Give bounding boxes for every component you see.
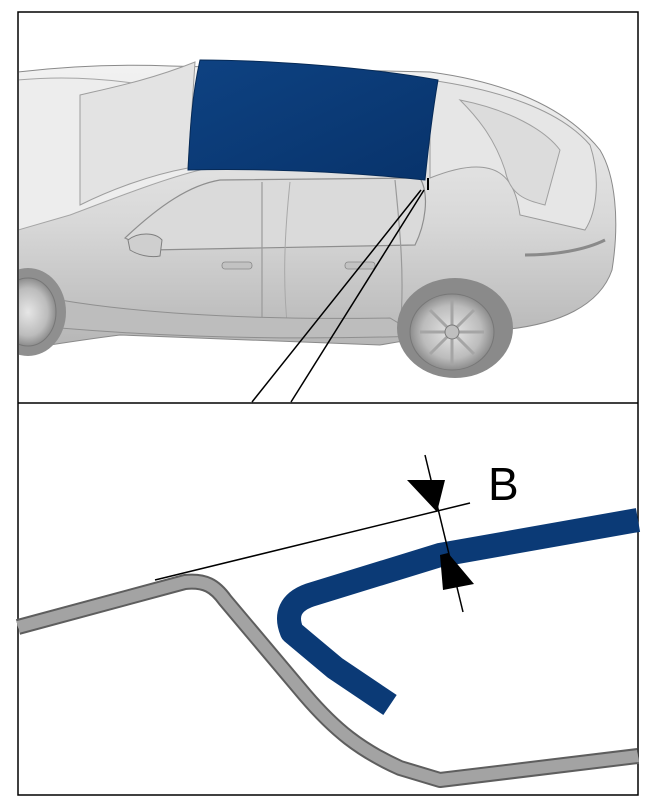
reference-line — [154, 502, 471, 581]
car-door-line-rear — [284, 181, 291, 333]
glass-roof — [187, 59, 439, 181]
car-illustration — [19, 59, 617, 378]
arrow-up-icon — [440, 553, 474, 590]
car-door-handle-front — [221, 261, 253, 270]
callout-label: B — [488, 458, 519, 510]
car-side-windows — [123, 177, 426, 251]
car-rear-window — [458, 99, 561, 206]
rear-wheel — [397, 278, 513, 378]
glass-section — [277, 508, 641, 715]
body-trim-profile-inner — [16, 575, 639, 786]
detail-section: B — [15, 454, 641, 788]
car-mirror — [127, 233, 163, 258]
car-tail-light — [524, 238, 606, 257]
zoom-callout — [251, 178, 429, 403]
arrow-down-icon — [407, 480, 445, 512]
front-wheel — [19, 268, 66, 356]
